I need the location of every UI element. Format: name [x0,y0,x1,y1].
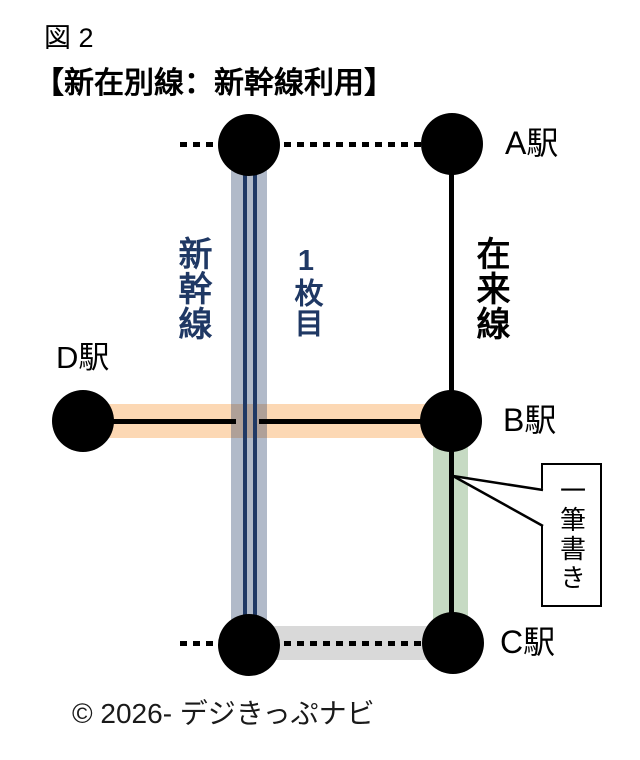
ticket-1-label: 1枚目 [290,245,322,338]
callout-box: 一筆書き [541,463,602,607]
station-node-b [420,390,482,452]
conventional-line-label: 在来線 [471,236,509,341]
callout-label: 一筆書き [556,477,587,593]
copyright-text: © 2026- デジきっぷナビ [72,698,375,729]
conventional-line-b-c [449,421,454,643]
station-node-c [422,612,484,674]
station-label-a: A駅 [505,125,559,161]
shinkansen-rail-right [253,145,257,645]
diagram-title: 【新在別線：新幹線利用】 [34,67,394,100]
figure-number-label: 図 2 [44,23,94,53]
station-node-a [421,113,483,175]
station-label-d: D駅 [56,340,110,375]
dotted-line-bottom [180,641,453,646]
station-node-shinkansen-top [218,114,280,176]
station-label-c: C駅 [500,624,556,660]
station-label-b: B駅 [503,402,557,438]
station-node-shinkansen-bottom [218,614,280,676]
conventional-line-d-b-left-segment [83,419,236,424]
shinkansen-line-label: 新幹線 [173,236,211,341]
shinkansen-highlight-band [231,145,267,645]
dotted-line-top [180,142,452,147]
station-node-d [52,390,114,452]
conventional-line-a-b [449,144,454,421]
shinkansen-rail-left [243,145,247,645]
conventional-line-d-b-right-segment [259,419,451,424]
